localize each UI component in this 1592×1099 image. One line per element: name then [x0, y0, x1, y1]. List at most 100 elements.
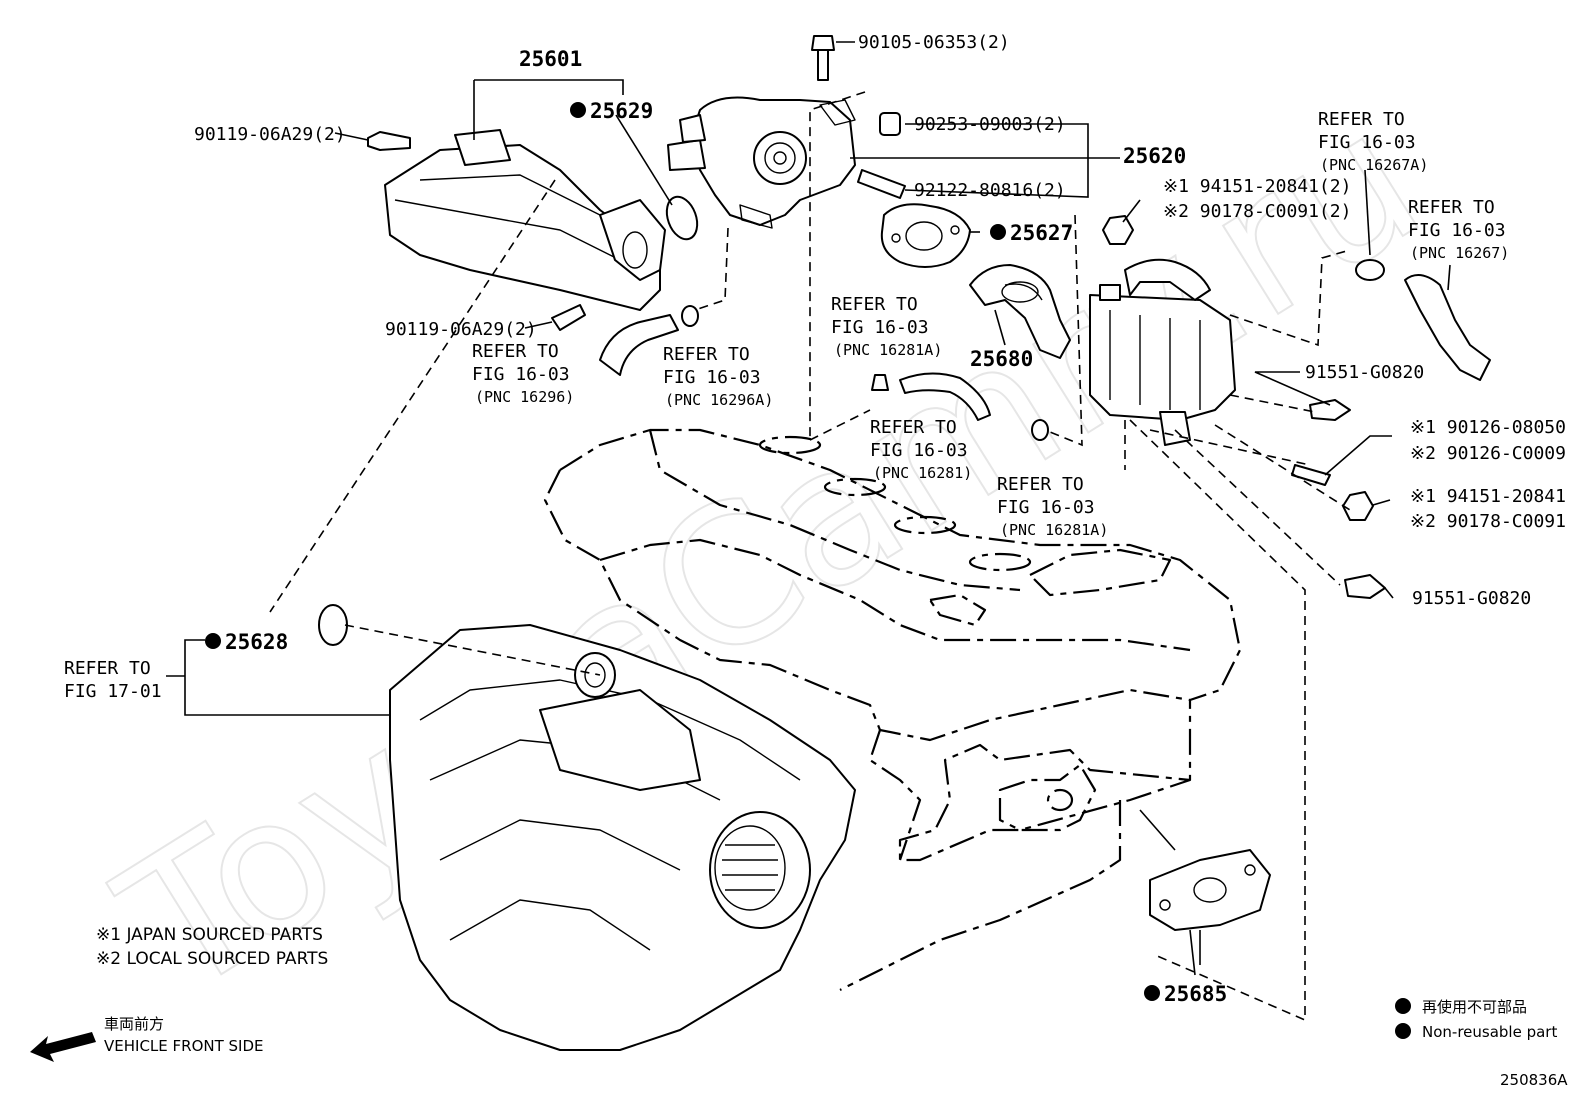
label-90119-upper: 90119-06A29(2) — [194, 124, 346, 145]
bolt-90119-lower-drawing — [551, 304, 586, 331]
svg-text:REFER TO: REFER TO — [64, 658, 151, 679]
label-90119-lower: 90119-06A29(2) — [385, 319, 537, 340]
legend-label-jp: 再使用不可部品 — [1422, 998, 1527, 1016]
svg-text:(PNC 16267): (PNC 16267) — [1410, 244, 1509, 262]
svg-text:FIG 16-03: FIG 16-03 — [997, 497, 1095, 518]
label-25628: 25628 — [225, 630, 288, 654]
label-90126-local: ※2 90126-C0009 — [1410, 443, 1566, 464]
legend-dot-icon — [1395, 998, 1411, 1014]
label-25680: 25680 — [970, 347, 1033, 371]
svg-text:REFER TO: REFER TO — [663, 344, 750, 365]
svg-text:REFER TO: REFER TO — [997, 474, 1084, 495]
legend-label-en: Non-reusable part — [1422, 1023, 1557, 1041]
leader-lines — [166, 41, 1451, 976]
vehicle-front-indicator: 車両前方 VEHICLE FRONT SIDE — [30, 1015, 264, 1062]
svg-text:REFER TO: REFER TO — [870, 417, 957, 438]
gasket-25627-drawing — [880, 203, 971, 268]
svg-text:REFER TO: REFER TO — [831, 294, 918, 315]
label-90126-jp: ※1 90126-08050 — [1410, 417, 1566, 438]
svg-text:(PNC 16296): (PNC 16296) — [475, 388, 574, 406]
clamp-16296a-drawing — [681, 305, 699, 327]
dowel-pin-drawing — [879, 112, 901, 136]
label-94151-single: ※1 94151-20841 — [1410, 486, 1566, 507]
label-91551-lower: 91551-G0820 — [1412, 588, 1531, 609]
egr-pipe-25680-drawing — [969, 264, 1071, 359]
svg-text:REFER TO: REFER TO — [472, 341, 559, 362]
hose-16267-drawing — [1404, 274, 1491, 381]
svg-text:(PNC 16281A): (PNC 16281A) — [1000, 521, 1108, 539]
ref-pnc-16296a: REFER TO FIG 16-03 (PNC 16296A) — [663, 344, 773, 409]
notes: ※1 JAPAN SOURCED PARTS ※2 LOCAL SOURCED … — [96, 925, 328, 969]
svg-text:FIG 16-03: FIG 16-03 — [831, 317, 929, 338]
note-japan-sourced: ※1 JAPAN SOURCED PARTS — [96, 925, 323, 945]
ref-pnc-16281a-bottom: REFER TO FIG 16-03 (PNC 16281A) — [997, 474, 1108, 539]
bolt-91551-lower-drawing — [1344, 574, 1386, 599]
stud-90126-drawing — [1291, 464, 1331, 486]
label-90178-single: ※2 90178-C0091 — [1410, 511, 1566, 532]
svg-text:REFER TO: REFER TO — [1408, 197, 1495, 218]
note-local-sourced: ※2 LOCAL SOURCED PARTS — [96, 949, 328, 969]
front-label-jp: 車両前方 — [104, 1015, 164, 1033]
clamp-16267a-drawing — [1355, 259, 1385, 281]
ref-pnc-16267: REFER TO FIG 16-03 (PNC 16267) — [1408, 197, 1509, 262]
gasket-25629-drawing — [665, 195, 699, 241]
svg-text:FIG 16-03: FIG 16-03 — [663, 367, 761, 388]
legend: 再使用不可部品 Non-reusable part — [1395, 998, 1557, 1041]
front-arrow-icon — [30, 1032, 96, 1062]
label-91551-upper: 91551-G0820 — [1305, 362, 1424, 383]
engine-phantom-outline — [543, 428, 1242, 991]
stud-92122-drawing — [857, 169, 906, 199]
gasket-25628-drawing — [318, 604, 348, 646]
svg-text:FIG 16-03: FIG 16-03 — [1318, 132, 1416, 153]
non-reusable-dot-25627 — [990, 224, 1006, 240]
figure-id: 250836A — [1500, 1071, 1568, 1089]
label-25627: 25627 — [1010, 221, 1073, 245]
svg-text:(PNC 16296A): (PNC 16296A) — [665, 391, 773, 409]
nut-94151-drawing — [1102, 215, 1134, 245]
egr-valve-drawing — [667, 96, 856, 229]
label-90253: 90253-09003(2) — [914, 114, 1066, 135]
svg-text:(PNC 16281A): (PNC 16281A) — [834, 341, 942, 359]
refer-to-labels: REFER TO FIG 16-03 (PNC 16296) REFER TO … — [64, 109, 1509, 702]
gasket-25685-drawing — [1149, 849, 1271, 931]
bolt-90119-upper-drawing — [367, 131, 411, 151]
non-reusable-dot-25685 — [1144, 985, 1160, 1001]
clip-16281a-drawing — [871, 374, 889, 391]
assembly-dashed-lines — [269, 91, 1351, 1022]
nut-94151-lower-drawing — [1342, 491, 1374, 521]
ref-fig-17-01: REFER TO FIG 17-01 — [64, 658, 162, 702]
legend-dot-icon — [1395, 1023, 1411, 1039]
front-label-en: VEHICLE FRONT SIDE — [104, 1037, 264, 1055]
label-90105: 90105-06353(2) — [858, 32, 1010, 53]
clamp-16281a-drawing — [1031, 419, 1049, 441]
svg-text:(PNC 16281): (PNC 16281) — [873, 464, 972, 482]
bolt-91551-upper-drawing — [1309, 399, 1351, 421]
ref-pnc-16281: REFER TO FIG 16-03 (PNC 16281) — [870, 417, 972, 482]
svg-text:REFER TO: REFER TO — [1318, 109, 1405, 130]
label-25685: 25685 — [1164, 982, 1227, 1006]
part-number-labels: 25601 25629 90119-06A29(2) 90119-06A29(2… — [194, 32, 1566, 1006]
intake-collector-25601-drawing — [384, 129, 666, 311]
label-25601: 25601 — [519, 47, 582, 71]
label-90178-pair: ※2 90178-C0091(2) — [1163, 201, 1351, 222]
non-reusable-dot-25629 — [570, 102, 586, 118]
label-92122: 92122-80816(2) — [914, 180, 1066, 201]
hose-16296-drawing — [599, 314, 679, 376]
svg-text:FIG 16-03: FIG 16-03 — [1408, 220, 1506, 241]
svg-text:FIG 16-03: FIG 16-03 — [472, 364, 570, 385]
egr-cooler-drawing — [1089, 258, 1236, 446]
svg-text:FIG 17-01: FIG 17-01 — [64, 681, 162, 702]
intake-manifold-drawing — [389, 624, 856, 1051]
svg-text:(PNC 16267A): (PNC 16267A) — [1320, 156, 1428, 174]
label-25620: 25620 — [1123, 144, 1186, 168]
label-94151-pair: ※1 94151-20841(2) — [1163, 176, 1351, 197]
ref-pnc-16267a: REFER TO FIG 16-03 (PNC 16267A) — [1318, 109, 1428, 174]
hose-16281-drawing — [899, 372, 991, 421]
bolt-90105-drawing — [811, 35, 835, 81]
ref-pnc-16281a-top: REFER TO FIG 16-03 (PNC 16281A) — [831, 294, 942, 359]
label-25629: 25629 — [590, 99, 653, 123]
svg-text:FIG 16-03: FIG 16-03 — [870, 440, 968, 461]
ref-pnc-16296: REFER TO FIG 16-03 (PNC 16296) — [472, 341, 574, 406]
non-reusable-dot-25628 — [205, 633, 221, 649]
